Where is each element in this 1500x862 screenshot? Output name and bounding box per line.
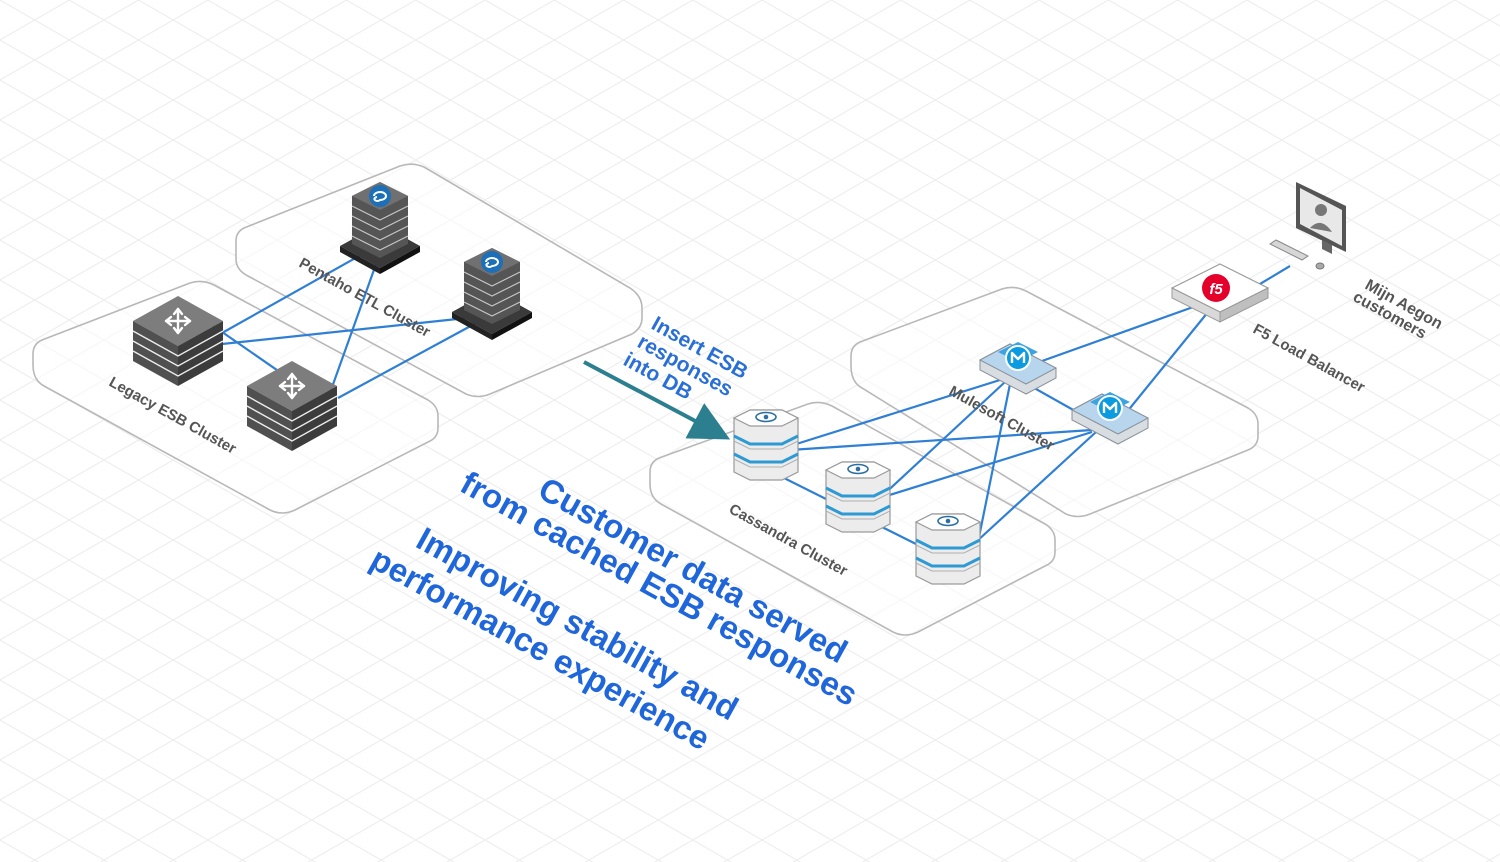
link-cass2-mule1 [879,381,1006,499]
zone-pentaho [235,163,643,398]
link-cass2-mule2 [879,430,1093,500]
link-esb2-pentaho2 [337,321,479,399]
f5-logo-icon[interactable]: f5 [1170,263,1270,323]
cassandra-eye-icon[interactable] [732,408,800,482]
connections [211,246,1291,553]
link-esb1-pentaho1 [221,246,376,334]
link-mule1-f5 [1027,304,1197,368]
cassandra-eye-icon[interactable] [824,460,892,534]
link-mule2-f5 [1121,311,1209,419]
link-cass3-mule1 [974,383,1012,553]
insert-arrow [583,360,731,440]
link-cass3-mule2 [975,431,1097,543]
link-esb2-pentaho1 [324,252,382,405]
zone-mulesoft [850,286,1259,518]
user-monitor-icon[interactable] [1269,182,1346,270]
link-esb1-pentaho2 [221,315,477,346]
link-cass1-mule1 [789,378,1001,448]
svg-text:f5: f5 [1209,281,1223,298]
cassandra-eye-icon[interactable] [914,512,982,586]
